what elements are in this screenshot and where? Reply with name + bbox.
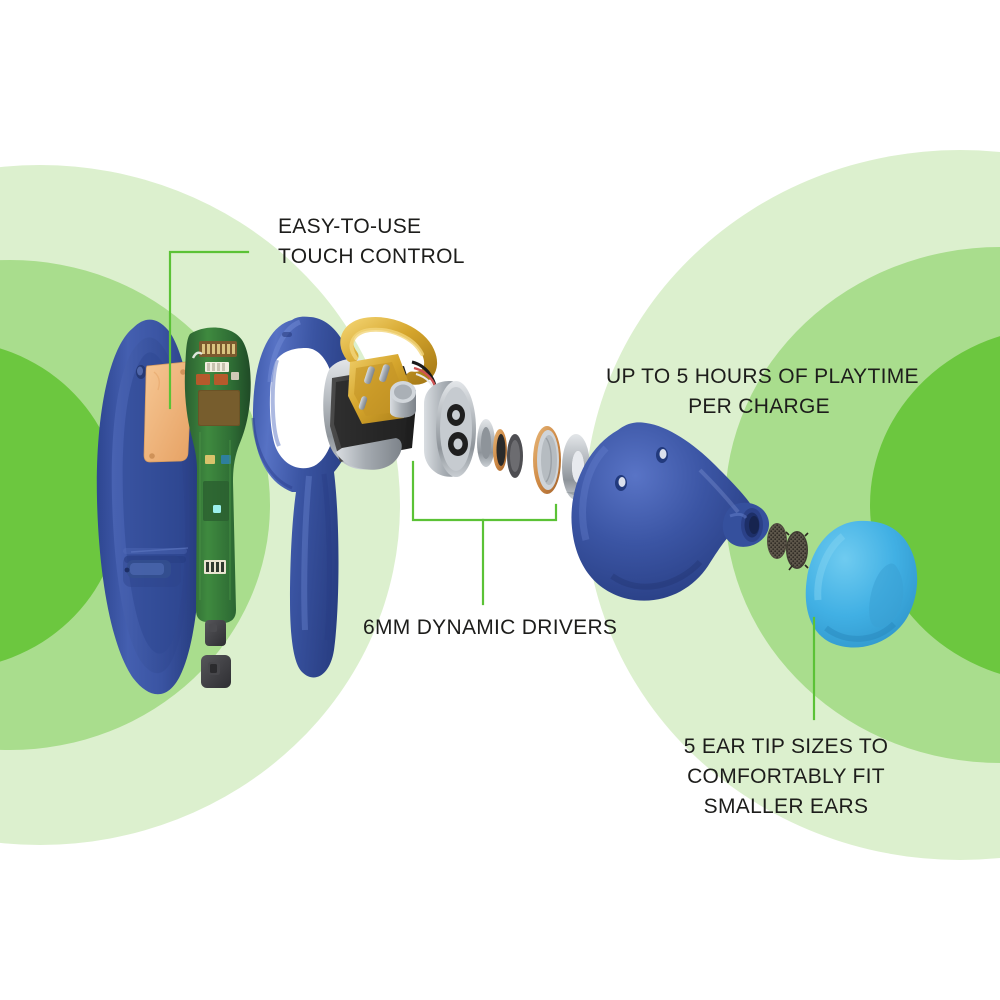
part-driver-magnet — [507, 434, 523, 478]
bg-ellipse-left-inner — [0, 348, 120, 662]
callout-label-touch-control: EASY-TO-USE TOUCH CONTROL — [278, 215, 465, 268]
leader-touch-control — [168, 250, 250, 410]
part-driver-spacer — [477, 419, 495, 467]
callout-label-dynamic-drivers: 6MM DYNAMIC DRIVERS — [363, 616, 618, 639]
part-driver-voice-coil — [493, 429, 507, 471]
part-mic-module-large — [201, 655, 231, 688]
callout-label-ear-tips: 5 EAR TIP SIZES TO COMFORTABLY FIT SMALL… — [683, 735, 889, 818]
part-mesh-filter-1 — [767, 523, 787, 559]
part-mic-module-small — [205, 620, 226, 646]
part-battery-assembly — [323, 317, 439, 470]
part-driver-housing — [424, 380, 476, 477]
callout-label-playtime: UP TO 5 HOURS OF PLAYTIME PER CHARGE — [606, 365, 919, 418]
part-earbud-body — [571, 422, 770, 601]
part-ear-tip — [805, 520, 918, 648]
part-pcb — [184, 327, 251, 623]
part-mesh-filter-2 — [785, 531, 809, 571]
leader-dynamic-drivers — [411, 460, 558, 522]
part-driver-diaphragm — [533, 426, 561, 494]
